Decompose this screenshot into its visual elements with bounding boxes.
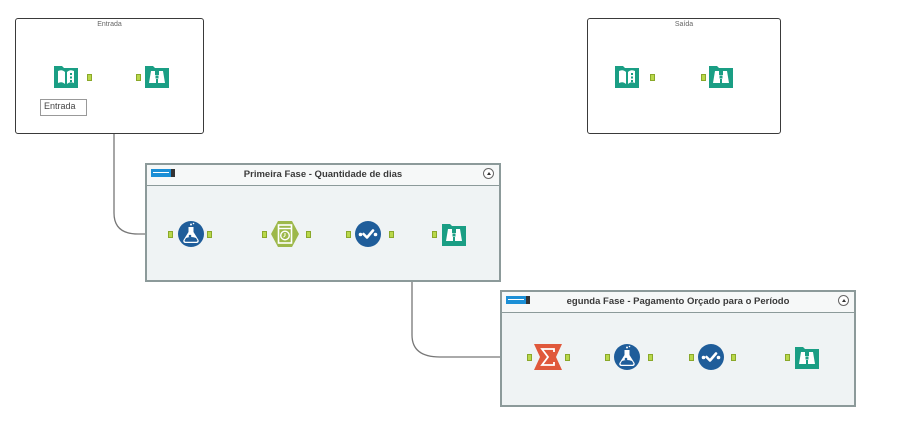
output-anchor[interactable]: [306, 231, 311, 238]
input-anchor[interactable]: [605, 354, 610, 361]
output-anchor[interactable]: [650, 74, 655, 81]
flask-icon[interactable]: [613, 343, 641, 371]
input-anchor[interactable]: [346, 231, 351, 238]
check-dots-icon[interactable]: [697, 343, 725, 371]
container-saida[interactable]: Saída: [587, 18, 781, 134]
container-toggle-badge-icon[interactable]: [151, 169, 175, 177]
tool-annotation: Entrada: [40, 99, 87, 116]
container-toggle-badge-icon[interactable]: [506, 296, 530, 304]
container-title: Entrada: [97, 21, 122, 28]
input-anchor[interactable]: [785, 354, 790, 361]
container-title: egunda Fase - Pagamento Orçado para o Pe…: [566, 296, 790, 307]
output-anchor[interactable]: [389, 231, 394, 238]
clock-icon[interactable]: [271, 220, 299, 248]
binoculars-icon[interactable]: [440, 220, 468, 248]
input-anchor[interactable]: [432, 231, 437, 238]
output-anchor[interactable]: [648, 354, 653, 361]
output-anchor[interactable]: [207, 231, 212, 238]
input-anchor[interactable]: [262, 231, 267, 238]
input-anchor[interactable]: [689, 354, 694, 361]
binoculars-icon[interactable]: [707, 62, 735, 90]
output-anchor[interactable]: [87, 74, 92, 81]
collapse-button[interactable]: [838, 295, 849, 306]
output-anchor[interactable]: [565, 354, 570, 361]
container-primeira-fase[interactable]: Primeira Fase - Quantidade de dias: [145, 163, 501, 282]
binoculars-icon[interactable]: [143, 62, 171, 90]
book-icon[interactable]: [52, 62, 80, 90]
input-anchor[interactable]: [527, 354, 532, 361]
container-title: Primeira Fase - Quantidade de dias: [243, 169, 403, 180]
binoculars-icon[interactable]: [793, 343, 821, 371]
output-anchor[interactable]: [731, 354, 736, 361]
check-dots-icon[interactable]: [354, 220, 382, 248]
input-anchor[interactable]: [136, 74, 141, 81]
book-icon[interactable]: [613, 62, 641, 90]
container-entrada[interactable]: Entrada: [15, 18, 204, 134]
input-anchor[interactable]: [168, 231, 173, 238]
container-header: egunda Fase - Pagamento Orçado para o Pe…: [502, 292, 854, 313]
collapse-button[interactable]: [483, 168, 494, 179]
input-anchor[interactable]: [701, 74, 706, 81]
flask-icon[interactable]: [177, 220, 205, 248]
container-header: Primeira Fase - Quantidade de dias: [147, 165, 499, 186]
container-title: Saída: [674, 21, 694, 28]
sigma-icon[interactable]: [534, 343, 562, 371]
